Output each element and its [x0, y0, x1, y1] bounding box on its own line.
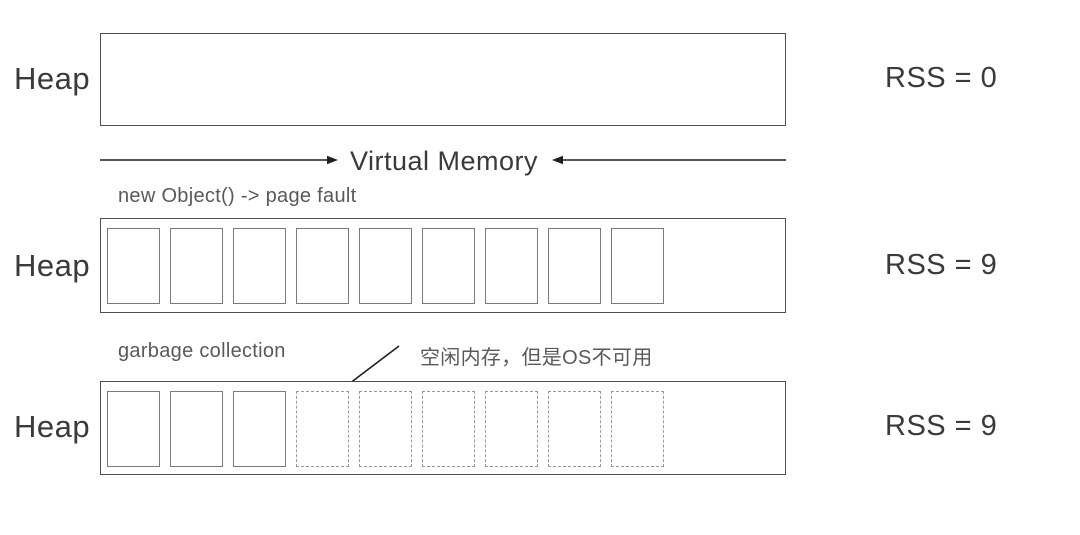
heap-rect-row2: [100, 218, 786, 313]
memory-page-cell: [233, 228, 286, 304]
memory-page-cell: [422, 228, 475, 304]
memory-page-cell-freed: [422, 391, 475, 467]
heap-label-row2: Heap: [14, 248, 91, 283]
rss-value-row1: RSS = 0: [885, 62, 998, 94]
annotation-free-memory-os-unavailable: 空闲内存，但是OS不可用: [420, 347, 653, 369]
rss-value-row3: RSS = 9: [885, 410, 998, 442]
annotation-garbage-collection: garbage collection: [118, 340, 286, 362]
heap-cells-row2: [107, 228, 664, 304]
heap-label-row1: Heap: [14, 61, 91, 96]
memory-page-cell: [359, 228, 412, 304]
memory-page-cell: [233, 391, 286, 467]
virtual-memory-left-arrow: [100, 155, 338, 165]
memory-page-cell: [548, 228, 601, 304]
virtual-memory-right-arrow: [552, 155, 786, 165]
memory-page-cell: [170, 228, 223, 304]
memory-page-cell-freed: [359, 391, 412, 467]
annotation-new-object-page-fault: new Object() -> page fault: [118, 185, 357, 207]
memory-page-cell: [611, 228, 664, 304]
memory-page-cell: [107, 228, 160, 304]
heap-rect-row3: [100, 381, 786, 475]
virtual-memory-label: Virtual Memory: [349, 146, 539, 176]
memory-page-cell: [296, 228, 349, 304]
memory-page-cell-freed: [611, 391, 664, 467]
heap-label-row3: Heap: [14, 409, 91, 444]
memory-page-cell-freed: [485, 391, 538, 467]
heap-cells-row3: [107, 391, 664, 467]
memory-page-cell: [170, 391, 223, 467]
memory-page-cell-freed: [548, 391, 601, 467]
rss-value-row2: RSS = 9: [885, 249, 998, 281]
heap-rect-row1: [100, 33, 786, 126]
memory-page-cell: [485, 228, 538, 304]
memory-page-cell: [107, 391, 160, 467]
memory-page-cell-freed: [296, 391, 349, 467]
